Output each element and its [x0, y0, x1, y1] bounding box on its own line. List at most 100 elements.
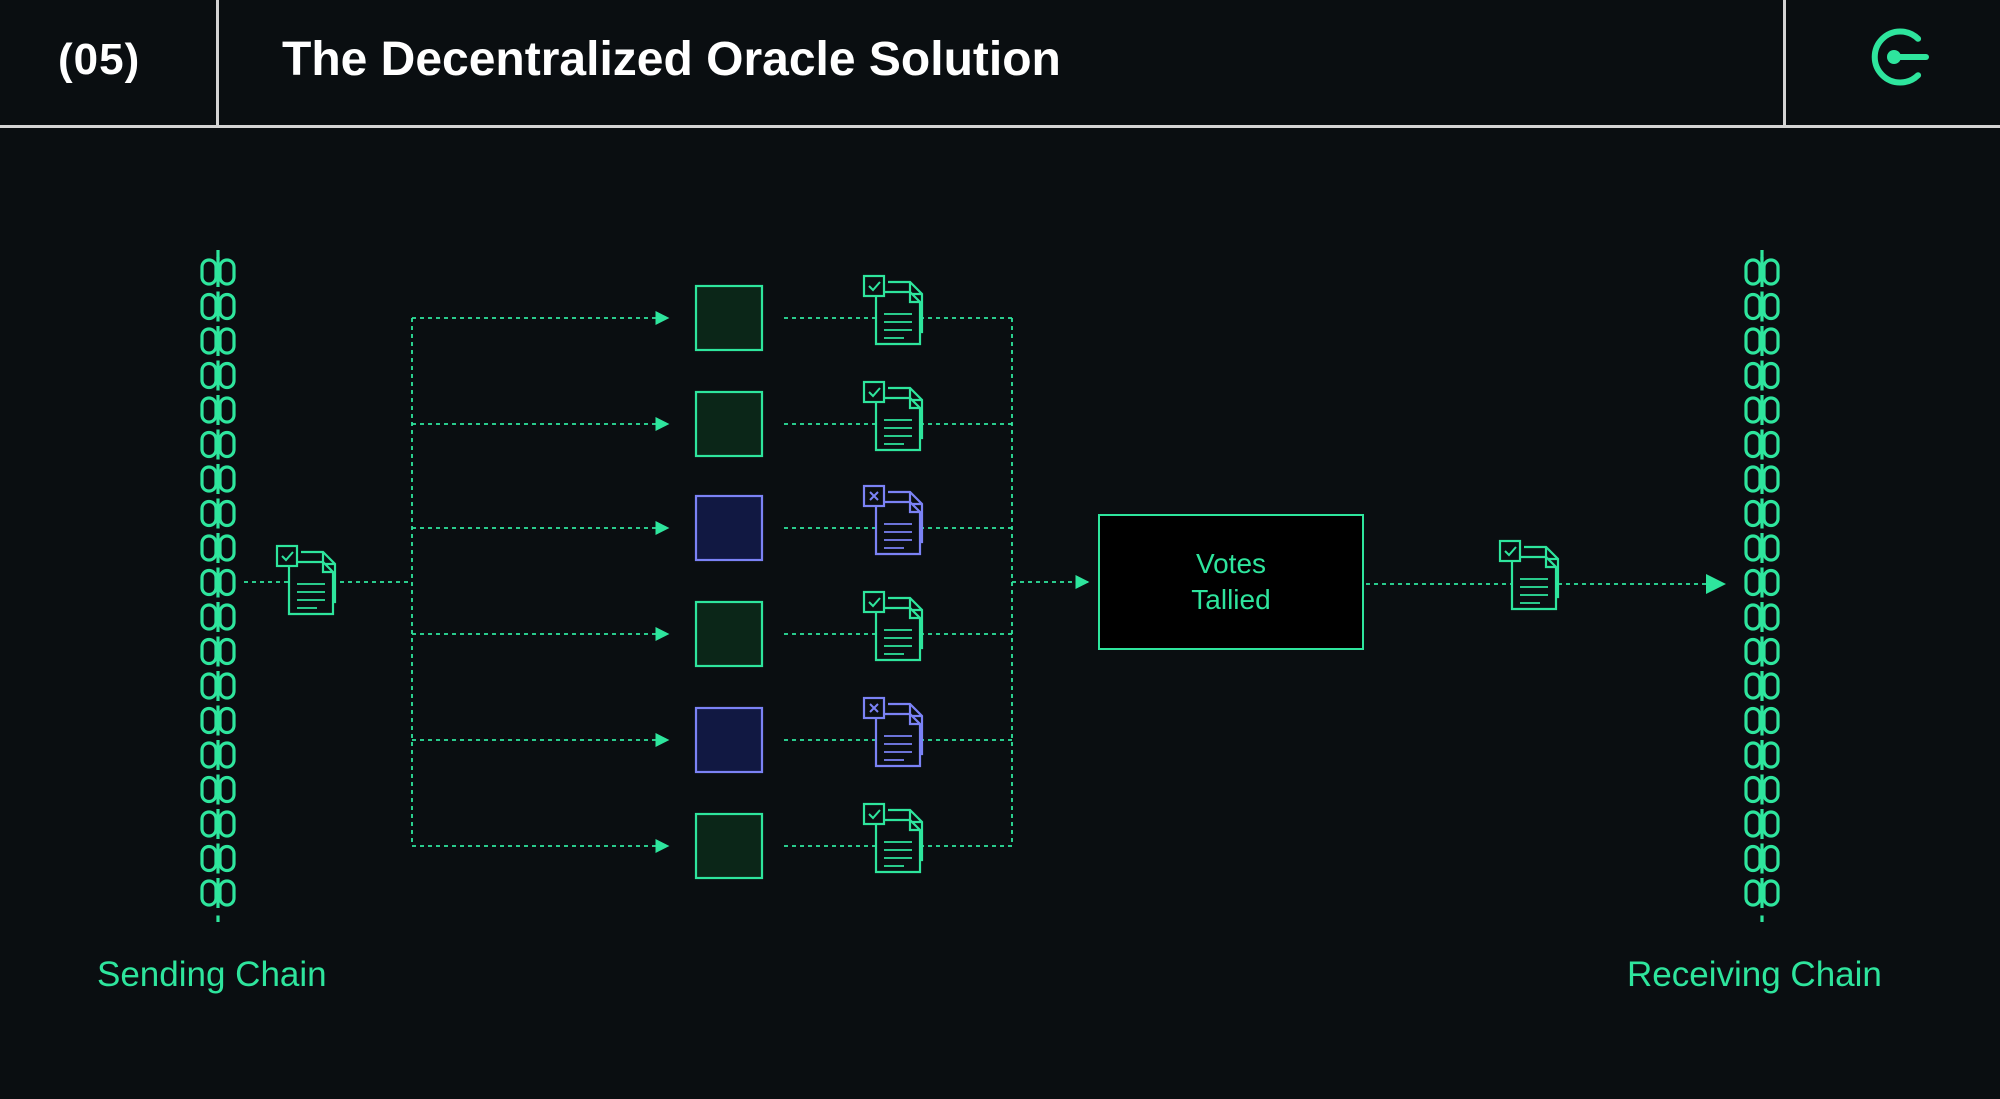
chain-link-left [1744, 810, 1762, 838]
power-g-logo-icon [1871, 28, 1929, 86]
rejected-document-icon [862, 696, 924, 768]
chain-link-right [218, 775, 236, 804]
check-mark [868, 809, 881, 820]
receiving-chain-icon [1744, 250, 1780, 922]
chain-link-left [1744, 292, 1762, 321]
doc-front-page [287, 560, 335, 616]
documents [275, 274, 1560, 874]
check-icon [275, 544, 299, 568]
chain-link-left [1744, 396, 1762, 424]
chain-link-left [1744, 706, 1762, 735]
approved-document-icon [862, 590, 924, 662]
chain-link-left [200, 775, 218, 804]
chain-link-left [1744, 603, 1762, 631]
rejected-document-icon [862, 484, 924, 556]
approved-document-icon [1498, 539, 1560, 611]
approved-document-icon [275, 544, 337, 616]
chain-link-left [200, 361, 218, 390]
chain-link-left [1744, 568, 1762, 597]
chain-link-right [218, 741, 236, 769]
votes-tallied-box: Votes Tallied [1098, 514, 1364, 650]
slide-title: The Decentralized Oracle Solution [282, 33, 1061, 86]
chain-link-left [1744, 430, 1762, 459]
chain-link-right [1762, 603, 1780, 631]
chain-link-left [200, 672, 218, 700]
doc-front-page [874, 396, 922, 452]
chain-link-left [200, 465, 218, 493]
check-mark [868, 597, 881, 608]
header-divider-right [1783, 0, 1786, 125]
chain-link-left [200, 327, 218, 355]
chain-link-left [1744, 465, 1762, 493]
chain-link-right [1762, 465, 1780, 493]
approved-document-icon [862, 380, 924, 452]
check-mark [868, 281, 881, 292]
oracle-nodes [694, 284, 764, 880]
chain-link-right [1762, 844, 1780, 873]
doc-front-page [874, 712, 922, 768]
header-divider-left [216, 0, 219, 125]
chain-link-left [200, 706, 218, 735]
chain-link-right [218, 568, 236, 597]
chain-link-left [200, 879, 218, 907]
chain-link-right [1762, 672, 1780, 700]
chain-link-left [1744, 361, 1762, 390]
doc-front-page [874, 606, 922, 662]
chain-link-right [1762, 292, 1780, 321]
doc-front-fold [1544, 557, 1556, 569]
chain-link-right [1762, 775, 1780, 804]
oracle-node-rejected [694, 706, 764, 774]
chain-link-left [1744, 775, 1762, 804]
oracle-node-approved [694, 812, 764, 880]
chain-link-left [200, 603, 218, 631]
chain-link-right [218, 672, 236, 700]
sending-chain-label: Sending Chain [97, 955, 327, 994]
oracle-node-approved [694, 600, 764, 668]
chain-link-left [1744, 741, 1762, 769]
sending-chain-icon [200, 250, 236, 922]
chain-link-right [1762, 568, 1780, 597]
approved-document-icon [862, 274, 924, 346]
chain-link-right [1762, 741, 1780, 769]
chain-link-right [1762, 879, 1780, 907]
chain-link-left [200, 741, 218, 769]
chain-link-right [218, 879, 236, 907]
oracle-node-approved [694, 284, 764, 352]
chain-link-right [218, 465, 236, 493]
chain-link-right [218, 499, 236, 528]
chain-link-right [218, 292, 236, 321]
chain-link-left [200, 568, 218, 597]
chain-link-left [1744, 637, 1762, 666]
doc-front-fold [908, 502, 920, 514]
check-mark [281, 551, 294, 562]
chain-link-right [218, 844, 236, 873]
doc-front-page [1510, 555, 1558, 611]
chain-link-left [200, 810, 218, 838]
flow-connectors [244, 311, 1726, 853]
doc-front-page [874, 818, 922, 874]
votes-tallied-line2: Tallied [1191, 584, 1271, 615]
chain-link-right [1762, 637, 1780, 666]
x-mark [869, 491, 879, 501]
receiving-chain-label: Receiving Chain [1627, 955, 1882, 994]
doc-front-fold [908, 714, 920, 726]
chain-link-left [200, 844, 218, 873]
chain-link-left [200, 499, 218, 528]
oracle-node-rejected [694, 494, 764, 562]
doc-front-fold [321, 562, 333, 574]
chain-link-right [218, 534, 236, 562]
slide-number: (05) [58, 35, 141, 84]
chain-link-left [200, 396, 218, 424]
chain-link-left [1744, 327, 1762, 355]
chain-link-left [1744, 844, 1762, 873]
chain-link-right [218, 361, 236, 390]
votes-tallied-line1: Votes [1195, 548, 1267, 579]
chain-link-right [218, 603, 236, 631]
chain-link-right [1762, 706, 1780, 735]
chain-link-left [200, 430, 218, 459]
chain-link-right [1762, 499, 1780, 528]
chain-link-left [200, 637, 218, 666]
chain-link-left [200, 292, 218, 321]
approved-document-icon [862, 802, 924, 874]
